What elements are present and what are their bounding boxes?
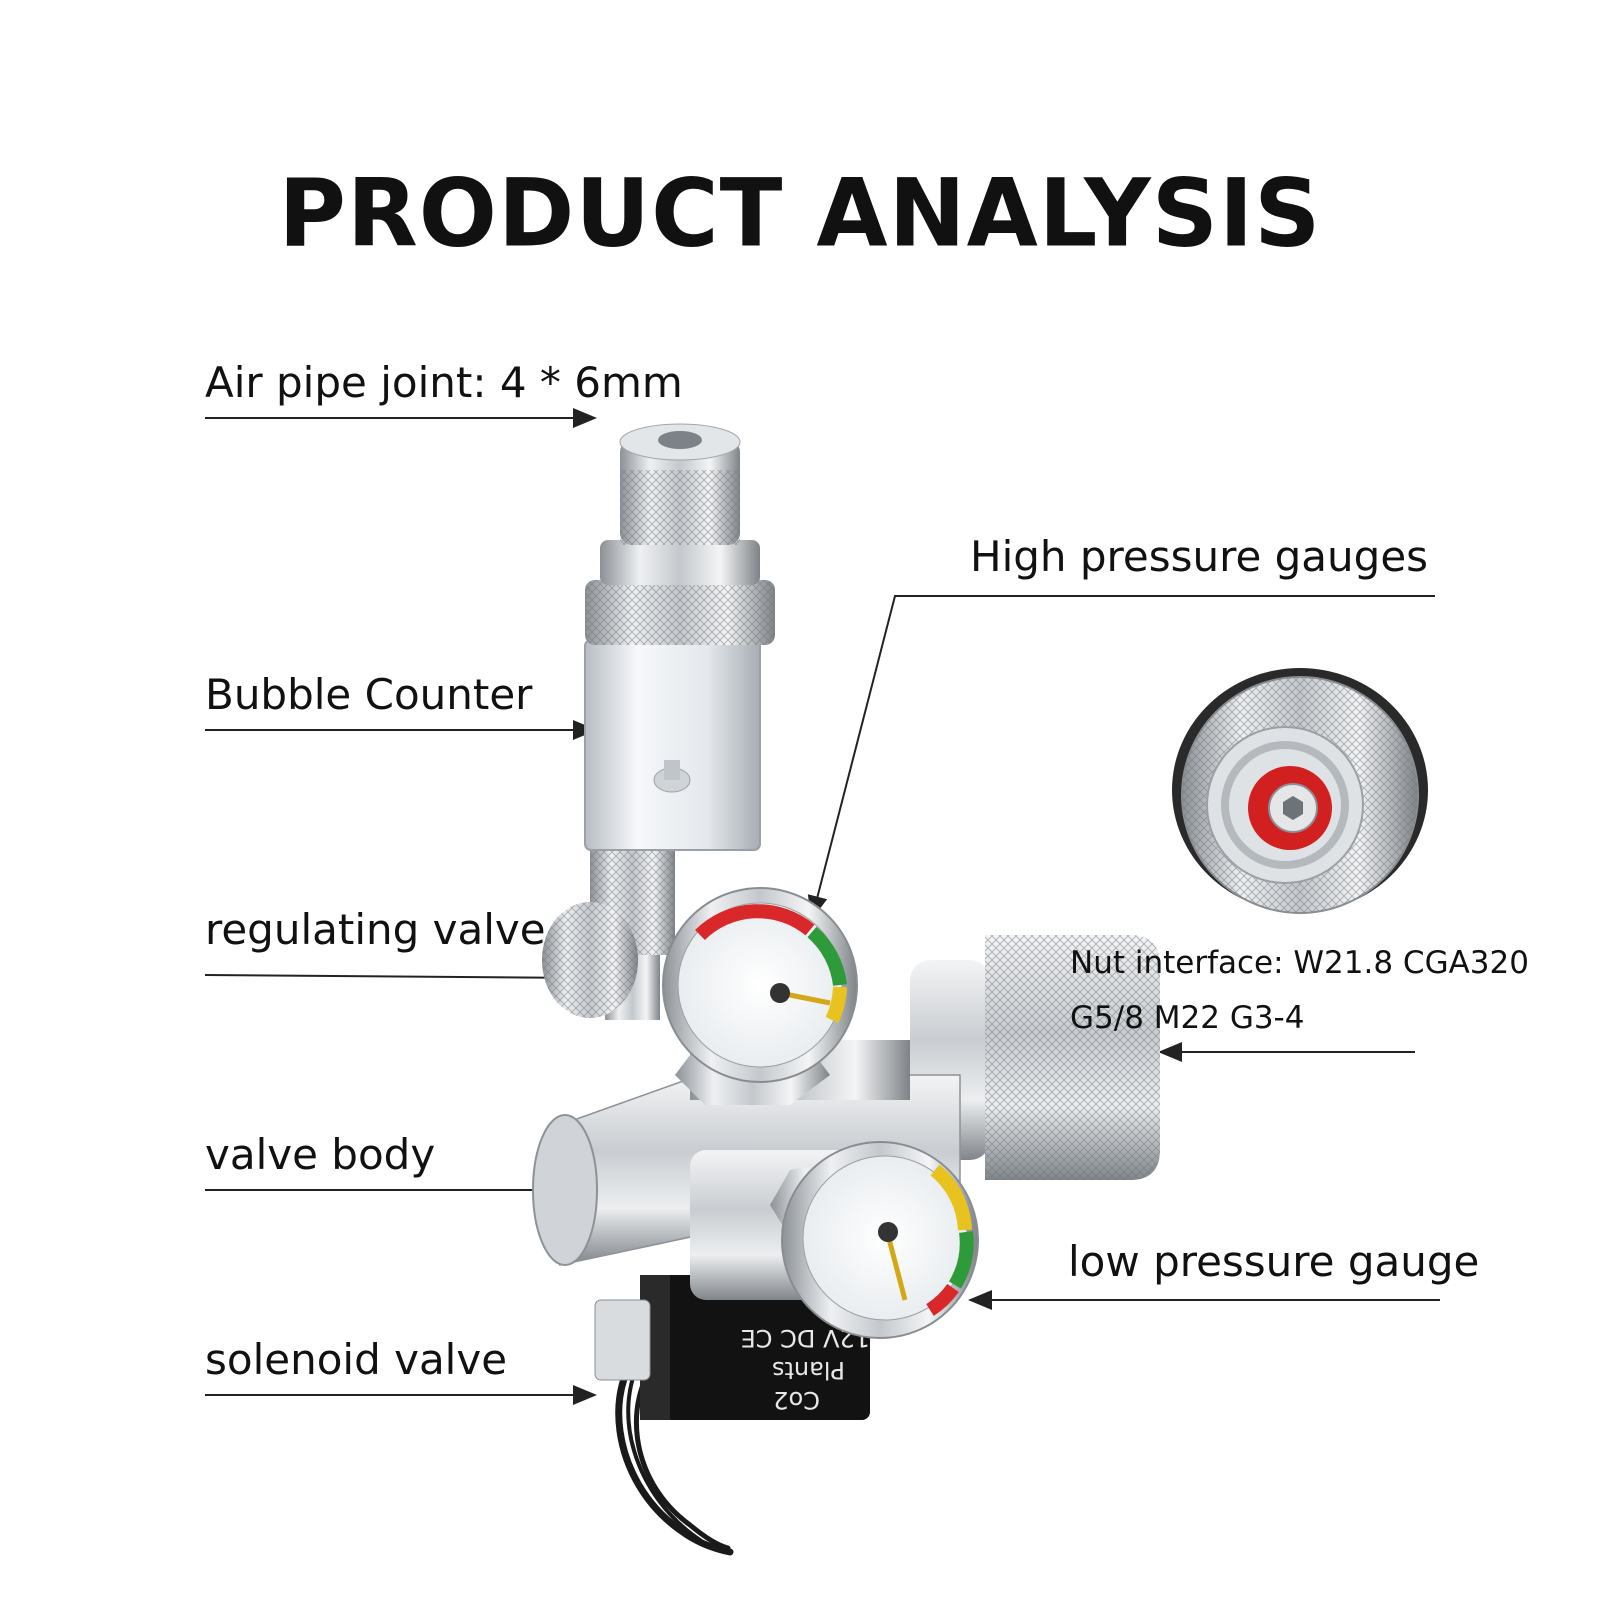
label-low-pressure-gauge: low pressure gauge — [1068, 1237, 1480, 1286]
label-regulating-valve: regulating valve — [205, 905, 546, 954]
solenoid-print-co2: Co2 — [773, 1386, 820, 1414]
low-pressure-gauge — [770, 1141, 979, 1339]
regulating-valve-arrow — [204, 967, 590, 988]
label-nut-interface-line2: G5/8 M22 G3-4 — [1070, 1000, 1305, 1036]
label-air-pipe-joint: Air pipe joint: 4 * 6mm — [205, 358, 683, 407]
label-nut-interface-line1: Nut interface: W21.8 CGA320 — [1070, 945, 1529, 981]
regulating-valve-knob — [542, 902, 638, 1018]
label-solenoid-valve: solenoid valve — [205, 1335, 508, 1384]
callout-lines — [204, 408, 1440, 1405]
high-pressure-arrow — [807, 595, 1435, 920]
rear-nut — [910, 935, 1160, 1180]
high-pressure-gauge — [662, 887, 858, 1105]
bubble-counter — [584, 423, 775, 1020]
nut-closeup-inset — [1172, 668, 1428, 914]
page-title: PRODUCT ANALYSIS — [278, 158, 1322, 269]
label-bubble-counter: Bubble Counter — [205, 670, 533, 719]
solenoid-print-plants: Plants — [772, 1356, 845, 1384]
label-valve-body: valve body — [205, 1130, 436, 1179]
label-high-pressure-gauges: High pressure gauges — [970, 532, 1429, 581]
